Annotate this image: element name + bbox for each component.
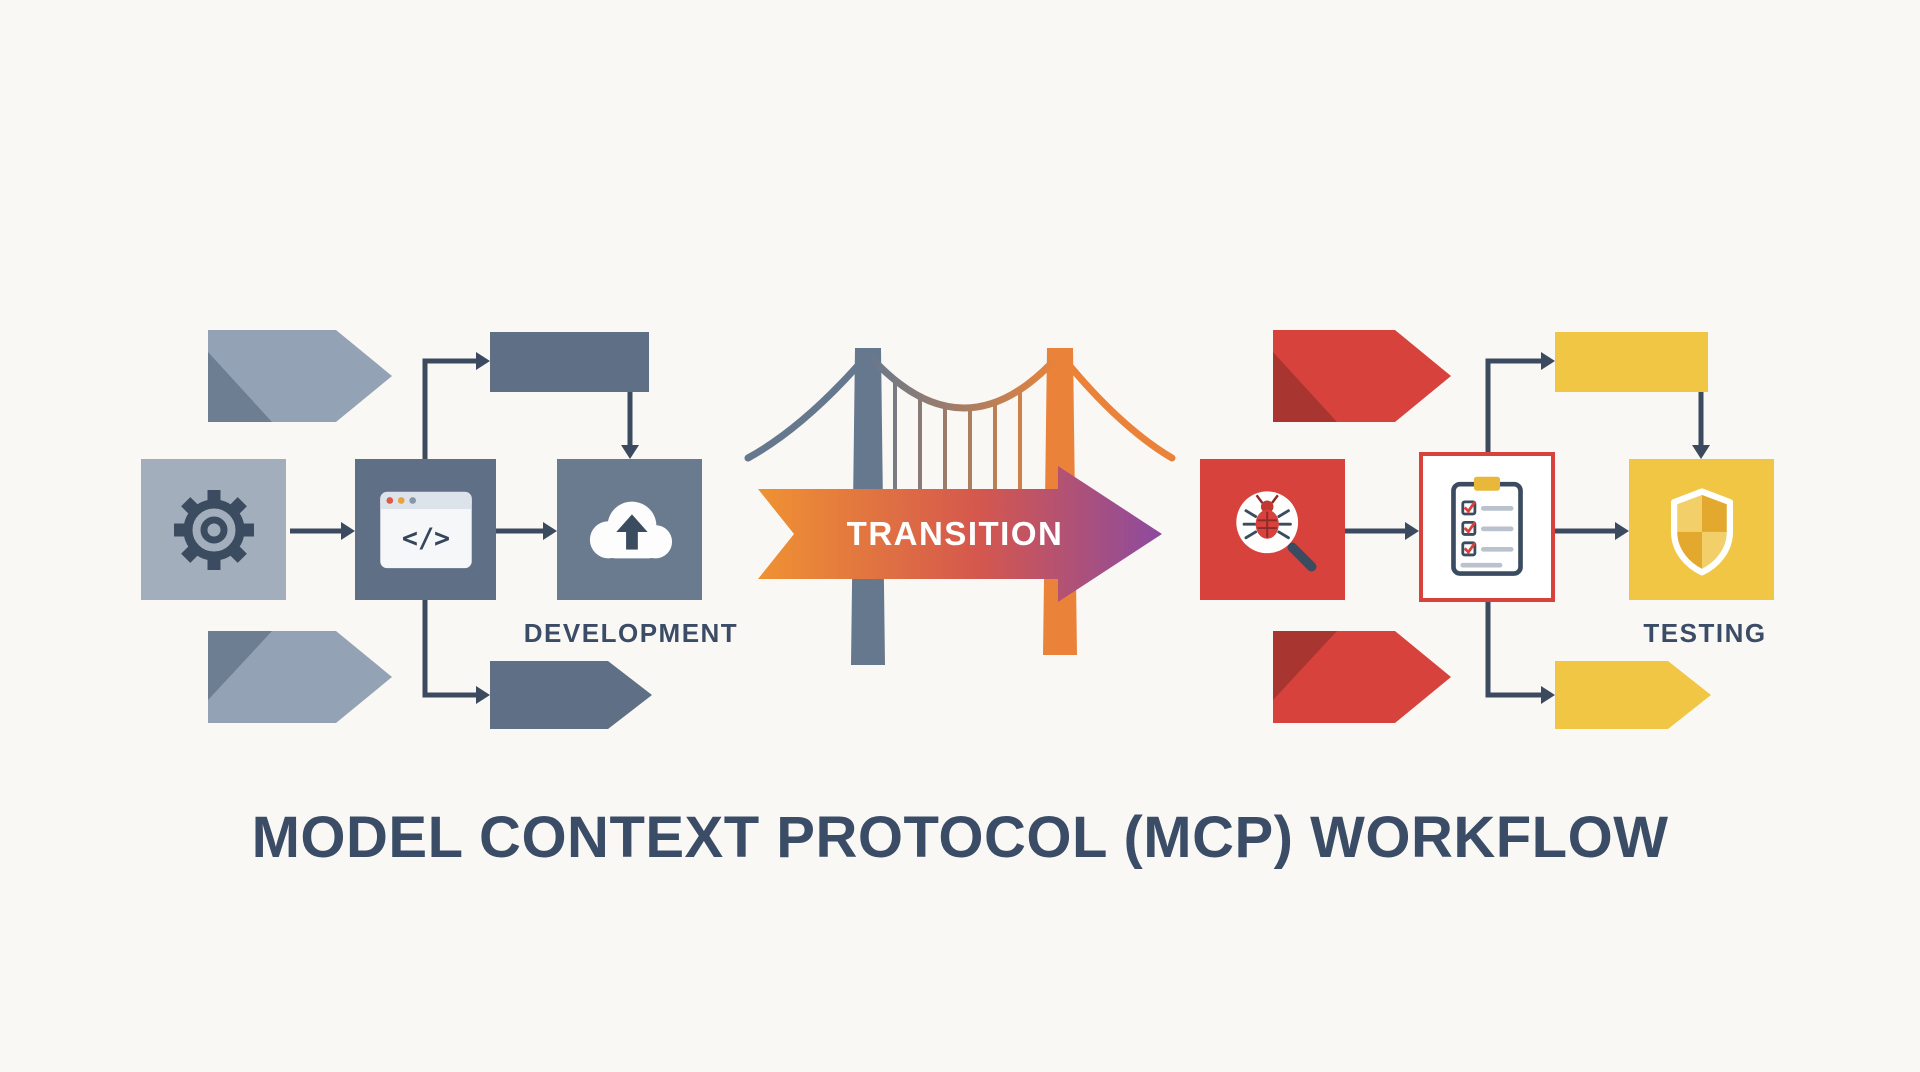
code-box: </> — [355, 459, 496, 600]
transition-arrow — [758, 466, 1162, 602]
test-bottom-arrow-ribbon — [1555, 661, 1711, 729]
bug-magnifier-icon — [1235, 490, 1316, 572]
test-chevron-top — [1273, 330, 1451, 422]
dev-chevron-top — [208, 330, 392, 422]
dev-bottom-arrow-ribbon — [490, 661, 652, 729]
cloud-box — [557, 459, 702, 600]
bug-box — [1200, 459, 1345, 600]
shield-box — [1629, 459, 1774, 600]
development-label: DEVELOPMENT — [523, 618, 739, 648]
gear-box — [141, 459, 286, 600]
cloud-upload-icon — [589, 501, 672, 558]
diagram-title: MODEL CONTEXT PROTOCOL (MCP) WORKFLOW — [251, 805, 1669, 870]
code-glyph: </> — [401, 523, 449, 554]
shield-icon — [1670, 487, 1733, 575]
checklist-box — [1419, 452, 1555, 602]
code-window-icon: </> — [379, 491, 472, 568]
test-top-rect — [1555, 332, 1708, 392]
checklist-clipboard-icon — [1451, 476, 1523, 576]
test-chevron-bottom — [1273, 631, 1451, 723]
testing-label: TESTING — [1643, 618, 1767, 648]
dev-connectors — [290, 352, 639, 704]
transition-label: TRANSITION — [846, 515, 1064, 552]
test-connectors — [1345, 352, 1710, 704]
gear-icon — [173, 489, 254, 570]
dev-chevron-bottom — [208, 631, 392, 723]
dev-top-rect — [490, 332, 649, 392]
